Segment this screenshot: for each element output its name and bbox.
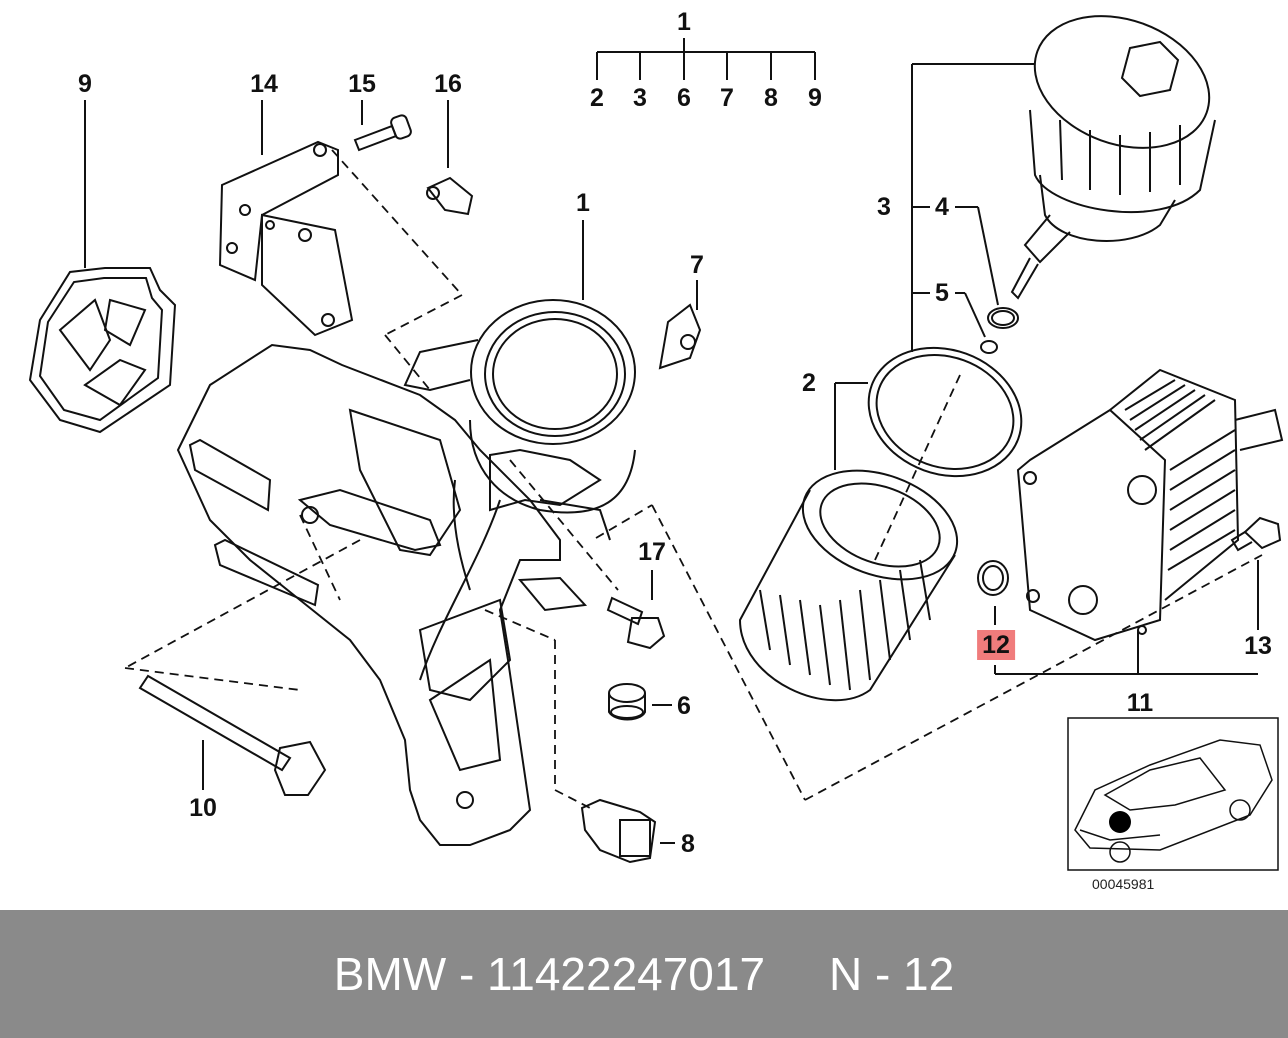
bracket-14 <box>218 100 354 337</box>
clip-7 <box>658 280 702 370</box>
callout-top-3: 3 <box>633 84 647 112</box>
oil-filter-element <box>738 469 959 702</box>
location-marker <box>1109 811 1131 833</box>
filter-housing-1 <box>176 220 636 846</box>
bolt-17 <box>606 570 666 650</box>
callout-9: 9 <box>78 70 92 98</box>
filter-cover <box>911 15 1216 352</box>
parts-drawing <box>28 15 1284 871</box>
callout-15: 15 <box>348 70 376 98</box>
sensor-8 <box>580 798 675 864</box>
callout-12-highlighted: 12 <box>977 630 1015 660</box>
bolt-15 <box>353 100 412 152</box>
oring-12 <box>977 560 1258 675</box>
diagram-code: 00045981 <box>1092 876 1155 892</box>
car-thumbnail <box>1067 717 1279 871</box>
callout-13: 13 <box>1244 632 1272 660</box>
callout-6: 6 <box>677 692 691 720</box>
footer-part-info: BMW - 11422247017 N - 12 <box>333 948 955 1000</box>
seal-ring-2 <box>834 346 1023 478</box>
callout-4: 4 <box>935 193 949 221</box>
callout-17: 17 <box>638 538 666 566</box>
callout-10: 10 <box>189 794 217 822</box>
callout-14: 14 <box>250 70 278 98</box>
callout-11: 11 <box>1126 689 1154 717</box>
callout-top-6: 6 <box>677 84 691 112</box>
callout-3: 3 <box>877 193 891 221</box>
callout-top-2: 2 <box>590 84 604 112</box>
oil-cooler-11 <box>1016 368 1284 674</box>
footer-bar: BMW - 11422247017 N - 12 <box>0 910 1288 1038</box>
callout-bracket-top <box>596 38 816 80</box>
callout-8: 8 <box>681 830 695 858</box>
grommet-6 <box>608 683 672 721</box>
callout-5: 5 <box>935 279 949 307</box>
callout-top-9: 9 <box>808 84 822 112</box>
callout-1: 1 <box>576 189 590 217</box>
callout-top-1: 1 <box>677 8 691 36</box>
orings-4-5 <box>912 206 1019 354</box>
bolt-10 <box>138 674 327 796</box>
gasket-9 <box>28 100 177 434</box>
callout-top-8: 8 <box>764 84 778 112</box>
clip-16 <box>426 100 474 216</box>
leader-dashed <box>124 149 1263 809</box>
parts-diagram: 1 2 3 6 7 8 9 9 14 15 16 1 7 3 4 5 2 17 … <box>28 8 1284 892</box>
callout-top-7: 7 <box>720 84 734 112</box>
callout-2: 2 <box>802 369 816 397</box>
bolt-13 <box>1230 516 1282 630</box>
callout-16: 16 <box>434 70 462 98</box>
callout-7: 7 <box>690 251 704 279</box>
